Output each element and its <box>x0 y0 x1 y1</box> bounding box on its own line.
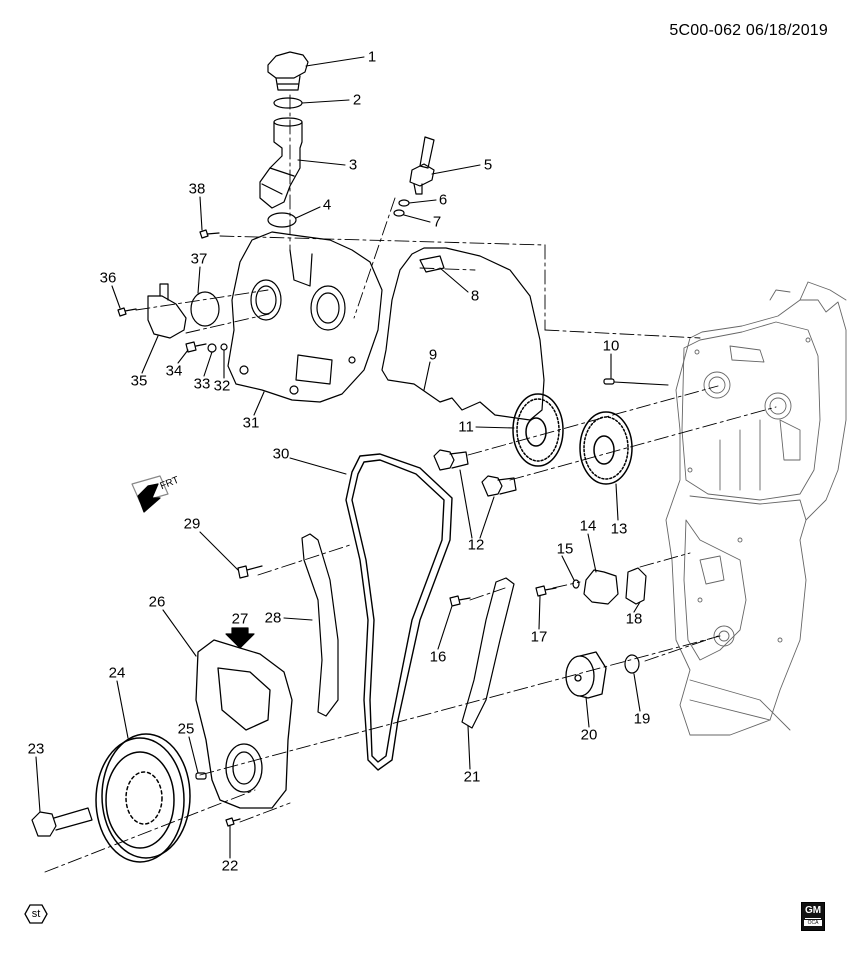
part-23-balancer-bolt[interactable] <box>31 807 93 837</box>
gm-logo-sub: OCA <box>804 920 822 926</box>
part-7-seal[interactable] <box>393 209 405 217</box>
callout-32[interactable]: 32 <box>213 377 231 395</box>
part-16-bolt[interactable] <box>449 595 471 607</box>
callout-8[interactable]: 8 <box>470 287 480 305</box>
part-4-seal-ring[interactable] <box>267 212 297 228</box>
callout-13[interactable]: 13 <box>610 520 628 538</box>
part-10-dowel-pin[interactable] <box>603 378 615 385</box>
gm-logo: GM OCA <box>801 902 825 931</box>
part-32-plug[interactable] <box>220 343 228 351</box>
st-badge: st <box>24 904 48 924</box>
part-19-seal-ring[interactable] <box>624 654 640 674</box>
callout-6[interactable]: 6 <box>438 191 448 209</box>
callout-11[interactable]: 11 <box>458 418 474 436</box>
part-11-camshaft-sprocket[interactable] <box>512 393 564 467</box>
callout-38[interactable]: 38 <box>188 180 206 198</box>
part-31-upper-front-cover[interactable] <box>227 231 383 403</box>
part-24-crankshaft-balancer[interactable] <box>95 733 191 863</box>
callout-29[interactable]: 29 <box>183 515 201 533</box>
diagram-id-and-date: 5C00-062 06/18/2019 <box>669 22 828 39</box>
st-badge-label: st <box>31 908 41 920</box>
part-1-oil-filler-cap[interactable] <box>267 51 309 91</box>
callout-14[interactable]: 14 <box>579 517 597 535</box>
callout-35[interactable]: 35 <box>130 372 148 390</box>
callout-20[interactable]: 20 <box>580 726 598 744</box>
gm-logo-text: GM <box>804 905 822 916</box>
part-14-chain-tensioner[interactable] <box>583 569 619 605</box>
callout-17[interactable]: 17 <box>530 628 548 646</box>
part-17-bolt[interactable] <box>535 585 557 597</box>
part-27-sealant-arrow-icon <box>225 627 255 649</box>
part-15-pin[interactable] <box>572 579 580 589</box>
callout-34[interactable]: 34 <box>165 362 183 380</box>
part-6-washer[interactable] <box>398 199 410 207</box>
part-18-tensioner-gasket[interactable] <box>625 567 647 605</box>
part-33-washer[interactable] <box>207 343 217 353</box>
callout-30[interactable]: 30 <box>272 445 290 463</box>
part-9-cover-gasket[interactable] <box>381 247 545 421</box>
part-22-bolt[interactable] <box>225 817 241 827</box>
part-2-seal-ring[interactable] <box>273 97 303 109</box>
part-38-bolt[interactable] <box>199 229 220 239</box>
part-26-front-cover[interactable] <box>195 639 293 809</box>
callout-3[interactable]: 3 <box>348 156 358 174</box>
callout-16[interactable]: 16 <box>429 648 447 666</box>
assembly-lines <box>44 94 777 873</box>
part-34-bolt[interactable] <box>185 341 207 353</box>
callout-23[interactable]: 23 <box>27 740 45 758</box>
part-25-dowel-pin[interactable] <box>195 772 207 780</box>
callout-2[interactable]: 2 <box>352 91 362 109</box>
callout-5[interactable]: 5 <box>483 156 493 174</box>
callout-21[interactable]: 21 <box>463 768 481 786</box>
callout-37[interactable]: 37 <box>190 250 208 268</box>
callout-36[interactable]: 36 <box>99 269 117 287</box>
callout-27[interactable]: 27 <box>231 610 249 628</box>
callout-28[interactable]: 28 <box>264 609 282 627</box>
callout-9[interactable]: 9 <box>428 346 438 364</box>
part-5-sensor[interactable] <box>409 136 435 195</box>
part-36-bolt[interactable] <box>117 307 137 317</box>
part-29-bolt[interactable] <box>237 565 263 579</box>
hexagon-icon <box>24 904 48 924</box>
front-direction-arrow-icon <box>131 475 169 513</box>
part-13-camshaft-sprocket[interactable] <box>579 411 633 485</box>
callout-1[interactable]: 1 <box>367 48 377 66</box>
callout-15[interactable]: 15 <box>556 540 574 558</box>
callout-10[interactable]: 10 <box>602 337 620 355</box>
callout-12[interactable]: 12 <box>467 536 485 554</box>
callout-33[interactable]: 33 <box>193 375 211 393</box>
callout-31[interactable]: 31 <box>242 414 260 432</box>
callout-24[interactable]: 24 <box>108 664 126 682</box>
part-28-chain-tensioner-shoe[interactable] <box>301 533 339 717</box>
callout-18[interactable]: 18 <box>625 610 643 628</box>
part-35-sensor-bracket[interactable] <box>147 283 187 339</box>
part-12-sprocket-bolts[interactable] <box>433 449 517 497</box>
part-8-bolt[interactable] <box>419 255 445 273</box>
part-21-chain-guide[interactable] <box>461 577 515 729</box>
part-20-crankshaft-sprocket[interactable] <box>565 651 607 699</box>
part-30-timing-chain[interactable] <box>345 453 453 771</box>
callout-25[interactable]: 25 <box>177 720 195 738</box>
part-3-oil-filler-tube[interactable] <box>259 117 303 209</box>
callout-4[interactable]: 4 <box>322 196 332 214</box>
callout-7[interactable]: 7 <box>432 213 442 231</box>
part-37-seal-ring[interactable] <box>190 291 220 327</box>
gm-logo-bar <box>805 918 821 919</box>
callout-26[interactable]: 26 <box>148 593 166 611</box>
callout-19[interactable]: 19 <box>633 710 651 728</box>
callout-22[interactable]: 22 <box>221 857 239 875</box>
engine-block <box>665 281 847 736</box>
leader-lines <box>35 56 669 859</box>
